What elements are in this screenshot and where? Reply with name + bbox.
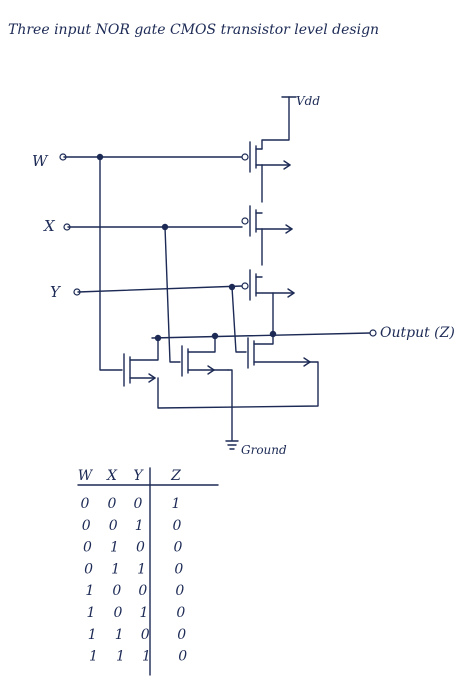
truth-table-cell: 0: [134, 496, 143, 512]
truth-table-row: 1 1 0 0: [88, 627, 187, 643]
output-label: Output (Z): [380, 325, 455, 341]
truth-table-cell: 0: [175, 583, 184, 599]
truth-table-cell: 0: [172, 518, 181, 534]
truth-table-cell: 0: [177, 627, 186, 643]
vdd-rail: Vdd: [261, 94, 320, 150]
truth-table-cell: 1: [89, 649, 98, 665]
truth-table-cell: 1: [85, 583, 94, 599]
truth-table-header-x: X: [106, 468, 118, 484]
gate-wire-x: [164, 226, 181, 363]
gate-wire-w: [99, 156, 123, 371]
truth-table-cell: 1: [137, 561, 146, 577]
truth-table-cell: 0: [112, 583, 121, 599]
truth-table-cell: 1: [87, 605, 96, 621]
vdd-label: Vdd: [296, 94, 320, 108]
truth-table-row: 0 1 0 0: [83, 540, 183, 556]
truth-table-row: 0 0 1 0: [82, 518, 182, 534]
truth-table-cell: 0: [176, 605, 185, 621]
truth-table-cell: 0: [109, 518, 118, 534]
truth-table-cell: 0: [84, 561, 93, 577]
truth-table-cell: 1: [140, 605, 149, 621]
truth-table-row: 0 1 1 0: [84, 561, 183, 577]
truth-table-cell: 0: [108, 496, 117, 512]
truth-table-cell: 0: [136, 540, 145, 556]
nmos-transistor-y: [247, 333, 311, 369]
gate-wire-y: [231, 286, 247, 353]
pmos-transistor-y: [77, 269, 295, 333]
truth-table-cell: 1: [88, 627, 97, 643]
truth-table-cell: 0: [174, 561, 183, 577]
truth-table-row: 0 0 0 1: [81, 496, 181, 512]
truth-table-header-w: W: [78, 468, 94, 484]
truth-table-row: 1 1 1 0: [89, 649, 187, 665]
truth-table-cell: 1: [111, 561, 120, 577]
truth-table-header-y: Y: [133, 468, 144, 484]
input-y-label: Y: [50, 283, 62, 301]
truth-table-cell: 0: [173, 540, 182, 556]
truth-table-cell: 0: [83, 540, 92, 556]
input-x: X: [43, 217, 169, 235]
truth-table-cell: 0: [81, 496, 90, 512]
truth-table-row: 1 0 0 0: [85, 583, 184, 599]
truth-table-cell: 0: [141, 627, 150, 643]
ground-bus: Ground: [157, 361, 319, 457]
input-w-label: W: [32, 152, 49, 170]
truth-table-cell: 1: [142, 649, 151, 665]
ground-label: Ground: [241, 443, 287, 457]
output-node: Output (Z): [151, 325, 455, 342]
truth-table-cell: 0: [178, 649, 187, 665]
pmos-transistor-w: [63, 141, 291, 203]
pmos-transistor-x: [67, 205, 293, 266]
truth-table-cell: 1: [116, 649, 125, 665]
truth-table-cell: 1: [172, 496, 181, 512]
truth-table-cell: 0: [114, 605, 123, 621]
input-x-label: X: [43, 217, 56, 235]
truth-table-cell: 1: [110, 540, 119, 556]
truth-table-cell: 1: [135, 518, 144, 534]
input-w: W: [32, 152, 104, 170]
truth-table-row: 1 0 1 0: [87, 605, 186, 621]
truth-table-header-z: Z: [170, 468, 181, 484]
nmos-transistor-x: [181, 335, 216, 377]
nmos-transistor-w: [123, 337, 159, 387]
truth-table-cell: 1: [115, 627, 124, 643]
page-title: Three input NOR gate CMOS transistor lev…: [8, 22, 379, 38]
truth-table-cell: 0: [82, 518, 91, 534]
truth-table-cell: 0: [138, 583, 147, 599]
